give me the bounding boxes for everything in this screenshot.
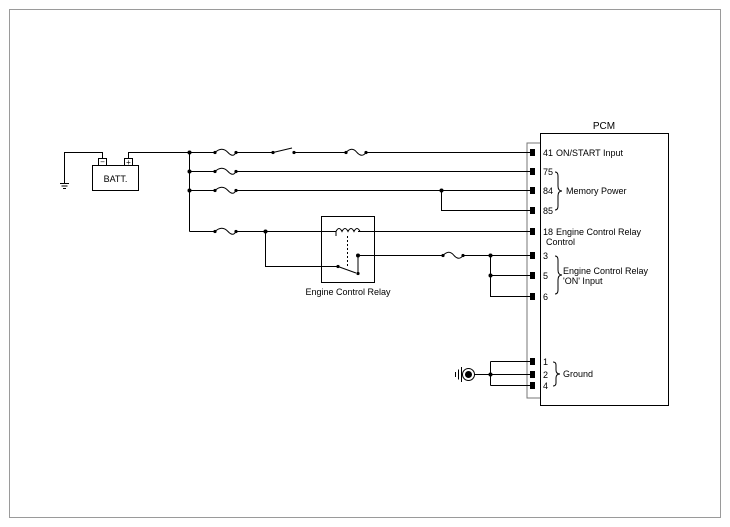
- pin-block-1: [530, 358, 535, 365]
- pin-block-4: [530, 382, 535, 389]
- pin-block-85: [530, 207, 535, 214]
- pin-18-num: 18: [543, 227, 553, 237]
- pin-block-75: [530, 168, 535, 175]
- pin-block-2: [530, 371, 535, 378]
- group-braces: [552, 171, 563, 387]
- battery: − + BATT.: [92, 158, 139, 191]
- ground-label: Ground: [563, 369, 593, 379]
- circuit-18: [189, 227, 530, 235]
- pin-5-num: 5: [543, 271, 548, 281]
- pcm-box: [540, 133, 669, 406]
- pin-41-label: ON/START Input: [556, 148, 624, 158]
- relay-on-input-label-2: 'ON' Input: [563, 276, 603, 286]
- pin-6-num: 6: [543, 292, 548, 302]
- pin-18-label: Engine Control Relay: [556, 227, 642, 237]
- ground-symbol-battery: [60, 183, 69, 189]
- battery-minus: −: [100, 158, 105, 167]
- relay-on-input-label-1: Engine Control Relay: [563, 266, 649, 276]
- relay-label: Engine Control Relay: [305, 287, 391, 297]
- pin-75-num: 75: [543, 167, 553, 177]
- pin-block-18: [530, 228, 535, 235]
- circuit-relay-out: [358, 251, 530, 297]
- connector-housing: [526, 142, 540, 399]
- pin-block-41: [530, 149, 535, 156]
- outer-frame: [9, 9, 721, 518]
- circuit-ground: [455, 361, 530, 386]
- pin-2-num: 2: [543, 370, 548, 380]
- circuit-75: [189, 167, 530, 175]
- pin-41-num: 41: [543, 148, 553, 158]
- battery-plus: +: [126, 158, 131, 167]
- pin-block-84: [530, 187, 535, 194]
- pin-block-6: [530, 293, 535, 300]
- engine-control-relay: Engine Control Relay: [305, 216, 391, 297]
- pin-3-num: 3: [543, 251, 548, 261]
- pcm-title: PCM: [593, 121, 615, 132]
- pin-block-5: [530, 272, 535, 279]
- pin-18-label-cont: Control: [546, 237, 575, 247]
- circuit-41: [189, 147, 530, 156]
- pin-4-num: 4: [543, 381, 548, 391]
- circuit-84-85: [189, 186, 530, 211]
- memory-power-label: Memory Power: [566, 186, 627, 196]
- pin-1-num: 1: [543, 357, 548, 367]
- pin-85-num: 85: [543, 206, 553, 216]
- pin-labels: 41 ON/START Input 75 84 85 18 Engine Con…: [543, 148, 642, 391]
- pin-block-3: [530, 252, 535, 259]
- battery-label: BATT.: [104, 174, 128, 184]
- connector-pins: [530, 149, 535, 389]
- pin-84-num: 84: [543, 186, 553, 196]
